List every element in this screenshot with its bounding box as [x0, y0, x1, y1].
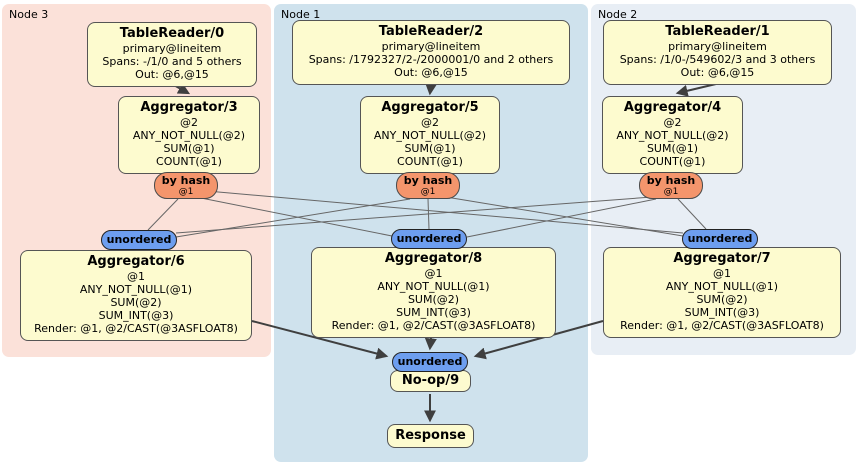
- processor-agg-line: SUM(@2): [696, 293, 748, 306]
- unordered-synchronizer: unordered: [391, 229, 467, 249]
- processor-agg-line: SUM_INT(@3): [98, 309, 174, 322]
- processor-group-line: @2: [663, 116, 682, 129]
- hash-router-label: by hash: [646, 174, 696, 187]
- processor-aggregator-6: Aggregator/6 @1 ANY_NOT_NULL(@1) SUM(@2)…: [20, 250, 252, 341]
- processor-response: Response: [387, 424, 474, 448]
- processor-render-line: Render: @1, @2/CAST(@3ASFLOAT8): [34, 322, 238, 335]
- processor-title: TableReader/2: [378, 24, 484, 39]
- hash-router-columns: @1: [420, 187, 436, 197]
- processor-render-line: Render: @1, @2/CAST(@3ASFLOAT8): [620, 319, 824, 332]
- processor-title: Aggregator/4: [623, 100, 722, 115]
- hash-stream-edges: [147, 190, 707, 238]
- processor-agg-line: SUM(@1): [404, 142, 456, 155]
- processor-title: TableReader/1: [665, 24, 770, 39]
- processor-title: Aggregator/3: [140, 100, 238, 115]
- processor-agg-line: ANY_NOT_NULL(@2): [616, 129, 729, 142]
- processor-aggregator-3: Aggregator/3 @2 ANY_NOT_NULL(@2) SUM(@1)…: [118, 96, 260, 174]
- region-node-1-label: Node 1: [281, 8, 321, 21]
- hash-router-columns: @1: [663, 187, 679, 197]
- processor-agg-line: ANY_NOT_NULL(@1): [377, 280, 490, 293]
- processor-title: Response: [395, 428, 466, 443]
- processor-agg-line: SUM(@2): [407, 293, 460, 306]
- hash-router-label: by hash: [161, 174, 211, 187]
- processor-out-line: Out: @6,@15: [680, 66, 755, 79]
- processor-agg-line: ANY_NOT_NULL(@1): [665, 280, 779, 293]
- processor-agg-line: SUM_INT(@3): [396, 306, 471, 319]
- processor-spans-line: Spans: -/1/0 and 5 others: [102, 55, 242, 68]
- processor-aggregator-7: Aggregator/7 @1 ANY_NOT_NULL(@1) SUM(@2)…: [603, 247, 841, 338]
- processor-title: Aggregator/5: [381, 100, 479, 115]
- processor-agg-line: ANY_NOT_NULL(@2): [132, 129, 246, 142]
- unordered-synchronizer: unordered: [682, 229, 758, 249]
- processor-spans-line: Spans: /1/0-/549602/3 and 3 others: [619, 53, 816, 66]
- processor-group-line: @1: [713, 267, 731, 280]
- processor-title: TableReader/0: [119, 26, 225, 41]
- processor-agg-line: ANY_NOT_NULL(@1): [79, 283, 193, 296]
- processor-out-line: Out: @6,@15: [394, 66, 468, 79]
- processor-agg-line: SUM_INT(@3): [684, 306, 760, 319]
- processor-index-line: primary@lineitem: [668, 40, 767, 53]
- processor-agg-line: SUM(@1): [646, 142, 699, 155]
- processor-spans-line: Spans: /1792327/2-/2000001/0 and 2 other…: [308, 53, 554, 66]
- hash-router: by hash @1: [639, 172, 703, 199]
- processor-agg-line: COUNT(@1): [639, 155, 706, 168]
- processor-out-line: Out: @6,@15: [135, 68, 209, 81]
- processor-render-line: Render: @1, @2/CAST(@3ASFLOAT8): [331, 319, 536, 332]
- processor-aggregator-8: Aggregator/8 @1 ANY_NOT_NULL(@1) SUM(@2)…: [311, 247, 556, 338]
- processor-tablereader-0: TableReader/0 primary@lineitem Spans: -/…: [87, 22, 257, 87]
- processor-agg-line: COUNT(@1): [156, 155, 222, 168]
- processor-title: Aggregator/8: [384, 251, 483, 266]
- processor-agg-line: ANY_NOT_NULL(@2): [373, 129, 487, 142]
- hash-router: by hash @1: [396, 172, 460, 199]
- processor-group-line: @2: [180, 116, 198, 129]
- processor-group-line: @1: [127, 270, 145, 283]
- unordered-synchronizer: unordered: [101, 230, 177, 250]
- processor-index-line: primary@lineitem: [122, 42, 222, 55]
- processor-group-line: @2: [421, 116, 439, 129]
- processor-agg-line: SUM(@1): [163, 142, 215, 155]
- unordered-synchronizer: unordered: [392, 352, 468, 372]
- processor-group-line: @1: [424, 267, 443, 280]
- region-node-2-label: Node 2: [598, 8, 638, 21]
- processor-title: Aggregator/6: [87, 254, 185, 269]
- region-node-3-label: Node 3: [9, 8, 49, 21]
- processor-title: No-op/9: [401, 373, 460, 388]
- processor-title: Aggregator/7: [673, 251, 771, 266]
- processor-agg-line: COUNT(@1): [397, 155, 463, 168]
- processor-tablereader-1: TableReader/1 primary@lineitem Spans: /1…: [603, 20, 832, 85]
- hash-router: by hash @1: [154, 172, 218, 199]
- processor-noop-9: No-op/9: [390, 370, 471, 392]
- processor-index-line: primary@lineitem: [381, 40, 481, 53]
- hash-router-label: by hash: [403, 174, 453, 187]
- processor-aggregator-5: Aggregator/5 @2 ANY_NOT_NULL(@2) SUM(@1)…: [360, 96, 500, 174]
- processor-tablereader-2: TableReader/2 primary@lineitem Spans: /1…: [292, 20, 570, 85]
- hash-router-columns: @1: [178, 187, 194, 197]
- processor-agg-line: SUM(@2): [110, 296, 162, 309]
- processor-aggregator-4: Aggregator/4 @2 ANY_NOT_NULL(@2) SUM(@1)…: [602, 96, 743, 174]
